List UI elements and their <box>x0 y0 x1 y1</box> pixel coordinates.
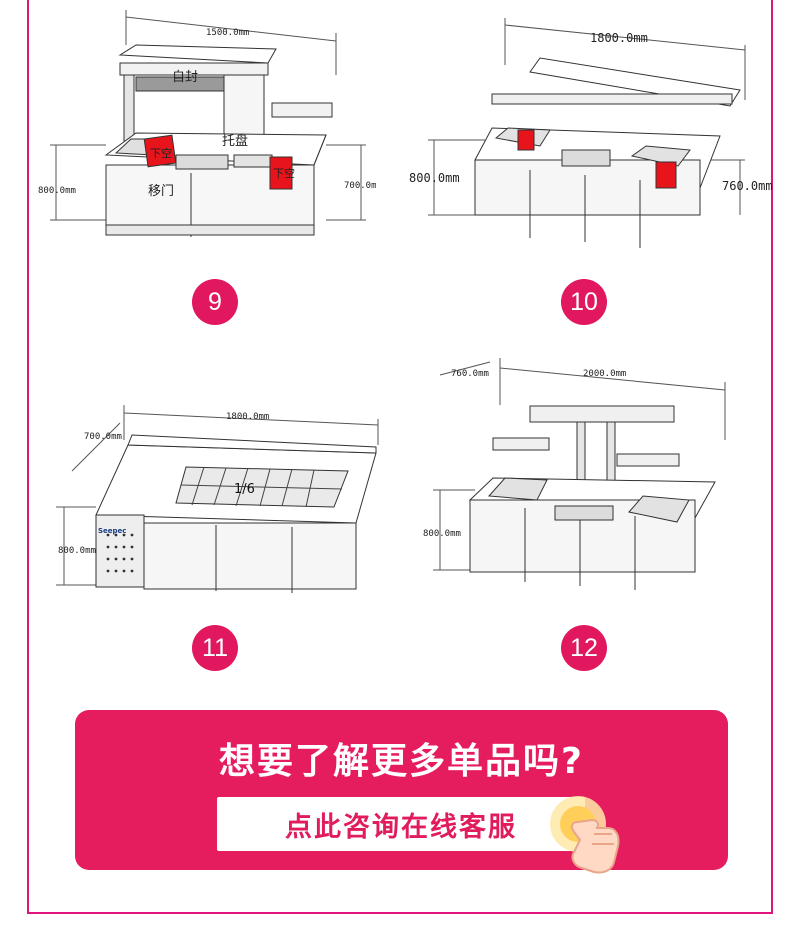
depth-dimension: 700.0mm <box>84 432 122 442</box>
width-dimension: 1500.0mm <box>206 28 249 38</box>
item-number-badge-11: 11 <box>192 625 238 671</box>
label-top: 自封 <box>172 70 198 85</box>
item-number-badge-12: 12 <box>561 625 607 671</box>
label-sink-a: 下空 <box>150 146 172 160</box>
left-height-dimension: 800.0mm <box>38 186 76 196</box>
depth-dimension: 760.0mm <box>451 369 489 379</box>
product-drawing-9: 1500.0mm 800.0mm 700.0mm 自封 托盘 移门 下空 <box>36 5 376 275</box>
width-dimension: 1800.0mm <box>590 31 648 45</box>
right-height-dimension: 700.0mm <box>344 181 376 191</box>
brand-label: Seepec <box>98 527 126 535</box>
item-number-badge-10: 10 <box>561 279 607 325</box>
height-dimension: 800.0mm <box>58 546 96 556</box>
label-tray: 托盘 <box>222 133 248 149</box>
cta-headline: 想要了解更多单品吗? <box>219 741 584 782</box>
label-door: 移门 <box>148 184 174 199</box>
label-sink-b: 下空 <box>273 166 295 180</box>
product-drawing-10: 1800.0mm 800.0mm 760.0mm <box>400 10 780 270</box>
page-frame <box>27 0 773 914</box>
height-dimension: 800.0mm <box>423 529 461 539</box>
product-drawing-12: 2000.0mm 760.0mm 800.0mm <box>405 350 765 625</box>
pointing-hand-icon <box>548 792 638 886</box>
width-dimension: 2000.0mm <box>583 369 626 379</box>
online-consult-button[interactable]: 点此咨询在线客服 <box>217 797 585 851</box>
product-drawing-11: 1800.0mm 700.0mm 800.0mm 1/6 <box>36 395 386 620</box>
item-number-badge-9: 9 <box>192 279 238 325</box>
pan-size-label: 1/6 <box>234 482 255 497</box>
left-height-dimension: 800.0mm <box>409 171 460 185</box>
width-dimension: 1800.0mm <box>226 412 269 422</box>
right-height-dimension: 760.0mm <box>722 179 773 193</box>
